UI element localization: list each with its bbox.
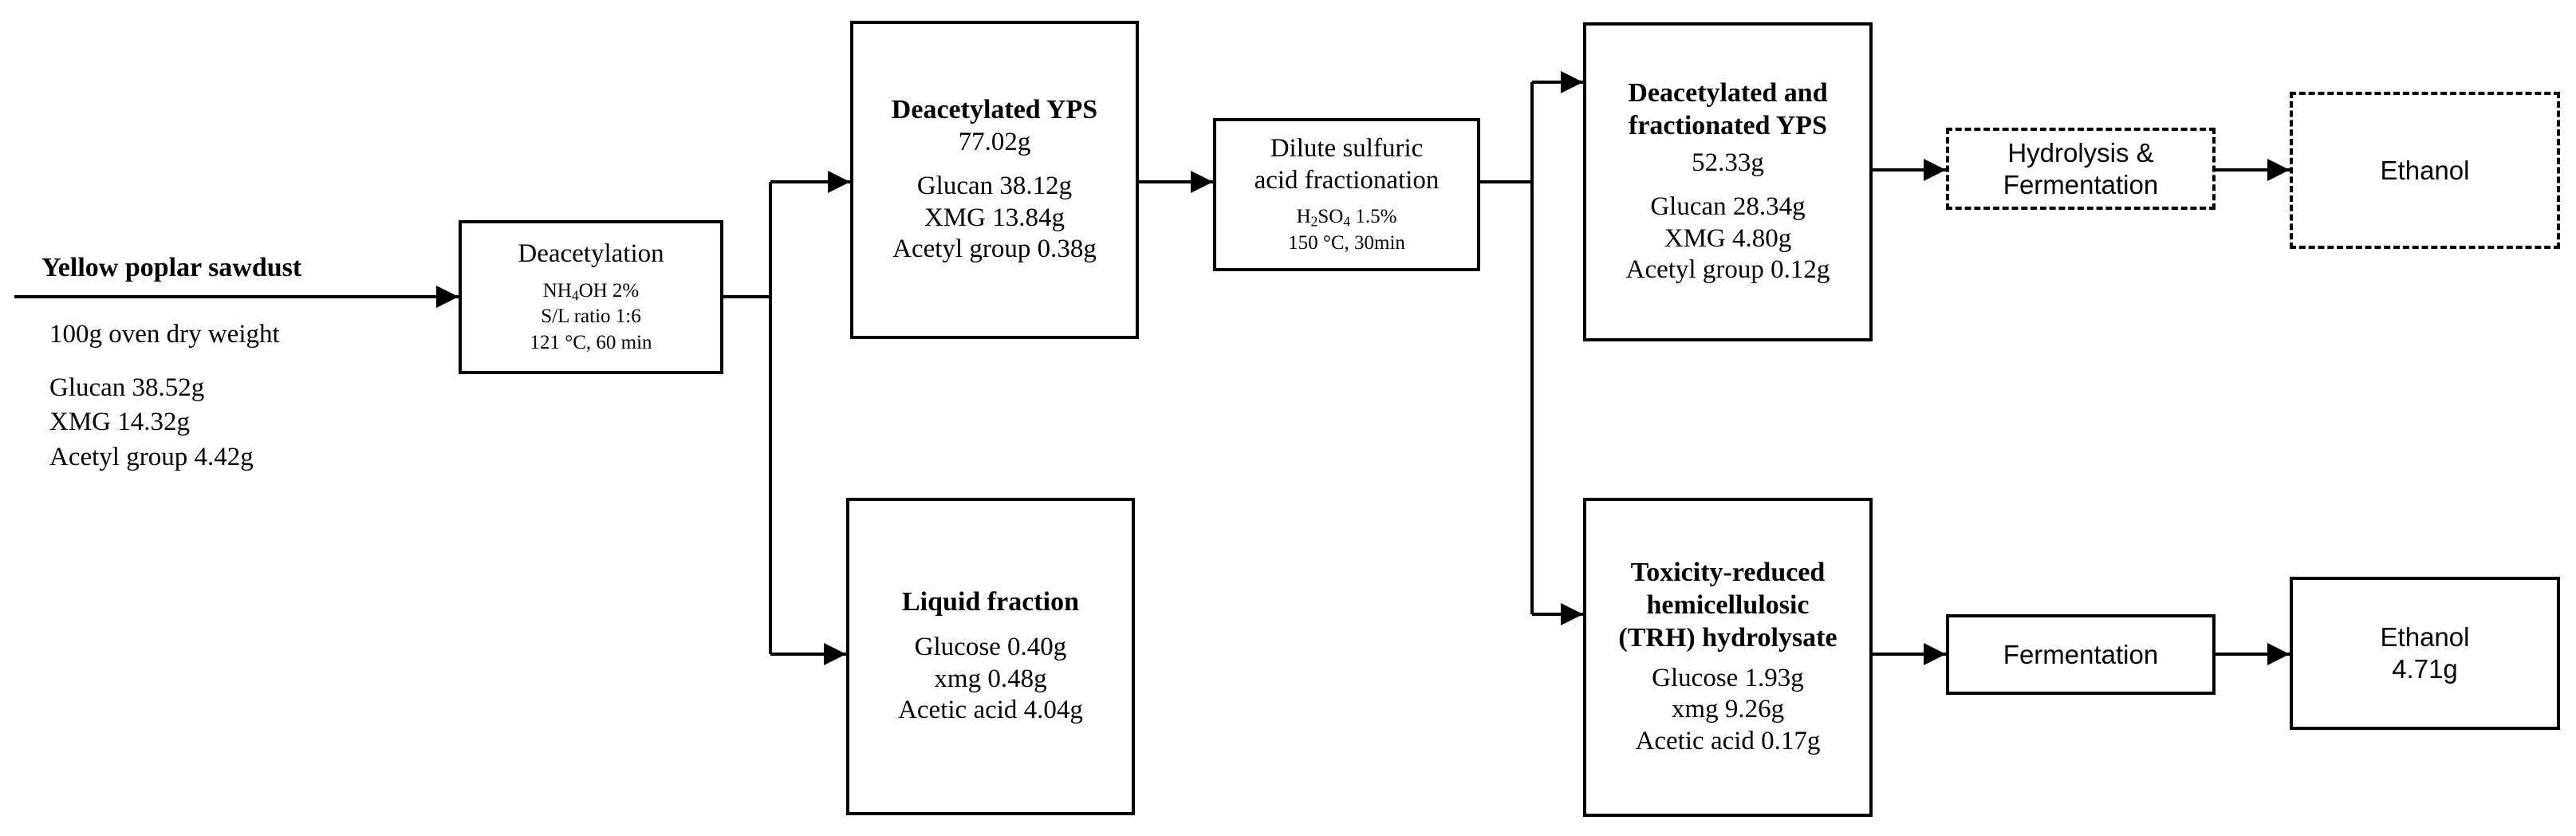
trh-hydrolysate-box: Toxicity-reduced hemicellulosic (TRH) hy… (1583, 498, 1873, 817)
deacetylation-box: Deacetylation NH4OH 2% S/L ratio 1:6 121… (459, 220, 723, 374)
deacetylated-yps-xmg: XMG 13.84g (924, 203, 1065, 232)
deacetylation-title: Deacetylation (518, 239, 664, 268)
fractionated-yps-glucan: Glucan 28.34g (1650, 192, 1806, 222)
acid-fractionation-box: Dilute sulfuric acid fractionation H2SO4… (1213, 118, 1480, 271)
deacetylated-yps-box: Deacetylated YPS 77.02g Glucan 38.12g XM… (850, 21, 1139, 339)
trh-title-1: Toxicity-reduced (1630, 558, 1826, 588)
deacetylation-conditions: 121 °C, 60 min (530, 331, 652, 353)
feedstock-detail-xmg: XMG 14.32g (49, 408, 191, 436)
hydrolysis-fermentation-box: Hydrolysis & Fermentation (1946, 128, 2216, 210)
fractionated-yps-title-1: Deacetylated and (1628, 78, 1828, 108)
fermentation-box: Fermentation (1946, 614, 2216, 695)
deacetylated-yps-glucan: Glucan 38.12g (916, 172, 1073, 201)
liquid-fraction-box: Liquid fraction Glucose 0.40g xmg 0.48g … (846, 498, 1135, 815)
trh-glucose: Glucose 1.93g (1652, 663, 1804, 692)
deacetylation-ratio: S/L ratio 1:6 (541, 306, 641, 328)
hydrolysis-line-2: Fermentation (2003, 169, 2159, 199)
ethanol-bottom-label: Ethanol (2380, 622, 2470, 653)
fractionated-yps-title-2: fractionated YPS (1629, 110, 1827, 140)
deacetylated-yps-title: Deacetylated YPS (891, 94, 1098, 124)
acid-fractionation-reagent: H2SO4 1.5% (1296, 206, 1397, 230)
liquid-fraction-glucose: Glucose 0.40g (914, 633, 1067, 661)
acid-fractionation-conditions: 150 °C, 30min (1288, 231, 1405, 254)
feedstock-title: Yellow poplar sawdust (41, 253, 302, 282)
feedstock-detail-acetyl: Acetyl group 4.42g (49, 443, 254, 471)
trh-xmg: xmg 9.26g (1671, 695, 1785, 724)
trh-title-3: (TRH) hydrolysate (1618, 623, 1837, 653)
fractionated-yps-mass: 52.33g (1692, 148, 1764, 177)
acid-fractionation-title-2: acid fractionation (1254, 165, 1440, 195)
fractionated-yps-box: Deacetylated and fractionated YPS 52.33g… (1583, 22, 1873, 341)
ethanol-bottom-box: Ethanol 4.71g (2290, 577, 2560, 730)
acid-fractionation-title-1: Dilute sulfuric (1270, 133, 1424, 163)
fractionated-yps-acetyl: Acetyl group 0.12g (1625, 255, 1830, 285)
deacetylated-yps-acetyl: Acetyl group 0.38g (892, 235, 1097, 264)
trh-acetic: Acetic acid 0.17g (1635, 726, 1821, 755)
liquid-fraction-xmg: xmg 0.48g (934, 664, 1047, 693)
liquid-fraction-acetic: Acetic acid 4.04g (898, 696, 1083, 725)
ethanol-top-label: Ethanol (2380, 155, 2470, 185)
fractionated-yps-xmg: XMG 4.80g (1664, 223, 1792, 253)
feedstock-detail-weight: 100g oven dry weight (49, 320, 280, 349)
deacetylated-yps-mass: 77.02g (958, 127, 1031, 156)
deacetylation-reagent: NH4OH 2% (542, 279, 640, 303)
hydrolysis-line-1: Hydrolysis & (2007, 137, 2154, 168)
fermentation-label: Fermentation (2003, 639, 2159, 669)
feedstock-detail-glucan: Glucan 38.52g (49, 373, 205, 402)
ethanol-top-box: Ethanol (2290, 92, 2560, 249)
ethanol-bottom-amount: 4.71g (2392, 654, 2458, 684)
liquid-fraction-title: Liquid fraction (902, 587, 1079, 617)
trh-title-2: hemicellulosic (1646, 590, 1810, 621)
